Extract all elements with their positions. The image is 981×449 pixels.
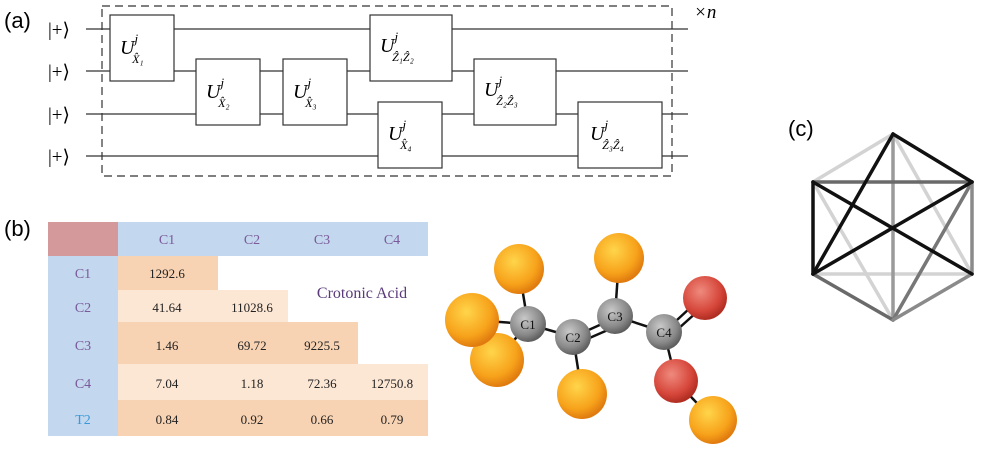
svg-text:UjX̂₃: UjX̂₃ bbox=[293, 75, 317, 110]
row-bg-4 bbox=[118, 364, 428, 400]
cell-r4-c3: 72.36 bbox=[307, 376, 337, 391]
hydrogen-atom bbox=[557, 369, 607, 419]
panel-label-a: (a) bbox=[4, 8, 31, 33]
table-corner bbox=[48, 222, 118, 256]
svg-text:UjX̂₁: UjX̂₁ bbox=[120, 31, 144, 66]
row-bg-5 bbox=[118, 400, 428, 436]
cell-r5-c1: 0.84 bbox=[156, 412, 179, 427]
row-header-band bbox=[48, 256, 118, 436]
hydrogen-atom bbox=[689, 396, 737, 444]
row-bg-2 bbox=[118, 290, 288, 322]
svg-text:UjX̂₄: UjX̂₄ bbox=[388, 117, 412, 152]
oxygen-atom bbox=[683, 276, 727, 320]
carbon-atom-c3 bbox=[597, 298, 633, 334]
cell-r1-c1: 1292.6 bbox=[149, 266, 185, 281]
cell-r4-c4: 12750.8 bbox=[371, 376, 413, 391]
row-header-c3: C3 bbox=[75, 339, 91, 354]
column-header-band bbox=[118, 222, 428, 256]
svg-text:UjX̂₂: UjX̂₂ bbox=[206, 75, 230, 110]
qubit-state-3: |+⟩ bbox=[48, 105, 70, 126]
carbon-atom-c4 bbox=[646, 314, 682, 350]
panel-label-c: (c) bbox=[788, 116, 814, 141]
qubit-state-4: |+⟩ bbox=[48, 147, 70, 168]
qubit-state-1: |+⟩ bbox=[48, 20, 70, 41]
row-header-c1: C1 bbox=[75, 267, 91, 282]
row-bg-1 bbox=[118, 256, 218, 290]
hydrogen-atom bbox=[494, 244, 544, 294]
column-header-c1: C1 bbox=[159, 233, 175, 248]
cell-r5-c2: 0.92 bbox=[241, 412, 264, 427]
column-header-c4: C4 bbox=[384, 233, 400, 248]
cell-r4-c1: 7.04 bbox=[156, 376, 179, 391]
qubit-state-2: |+⟩ bbox=[48, 62, 70, 83]
row-header-c4: C4 bbox=[75, 377, 91, 392]
carbon-atom-c1 bbox=[510, 306, 546, 342]
graph-edges bbox=[811, 132, 974, 322]
oxygen-atom bbox=[654, 359, 698, 403]
repeat-label: ×n bbox=[694, 2, 716, 23]
carbon-label-c3: C3 bbox=[607, 309, 622, 324]
carbon-atom-c2 bbox=[555, 319, 591, 355]
carbon-label-c1: C1 bbox=[520, 317, 535, 332]
cell-r5-c4: 0.79 bbox=[381, 412, 404, 427]
column-header-c2: C2 bbox=[244, 233, 260, 248]
carbon-label-c2: C2 bbox=[565, 330, 580, 345]
molecule-name: Crotonic Acid bbox=[317, 285, 407, 302]
cell-r3-c2: 69.72 bbox=[237, 338, 266, 353]
cell-r3-c1: 1.46 bbox=[156, 338, 179, 353]
cell-r2-c2: 11028.6 bbox=[231, 300, 273, 315]
hydrogen-atom bbox=[445, 293, 499, 347]
cell-r2-c1: 41.64 bbox=[152, 300, 182, 315]
row-header-c2: C2 bbox=[75, 301, 91, 316]
row-bg-3 bbox=[118, 322, 358, 364]
carbon-label-c4: C4 bbox=[656, 325, 672, 340]
cell-r4-c2: 1.18 bbox=[241, 376, 264, 391]
hydrogen-atom bbox=[470, 333, 524, 387]
hydrogen-atom bbox=[594, 233, 644, 283]
column-header-c3: C3 bbox=[314, 233, 330, 248]
cell-r5-c3: 0.66 bbox=[311, 412, 334, 427]
row-header-t2: T2 bbox=[75, 413, 91, 428]
repeat-box bbox=[101, 5, 673, 177]
cell-r3-c3: 9225.5 bbox=[304, 338, 340, 353]
panel-label-b: (b) bbox=[4, 216, 31, 241]
